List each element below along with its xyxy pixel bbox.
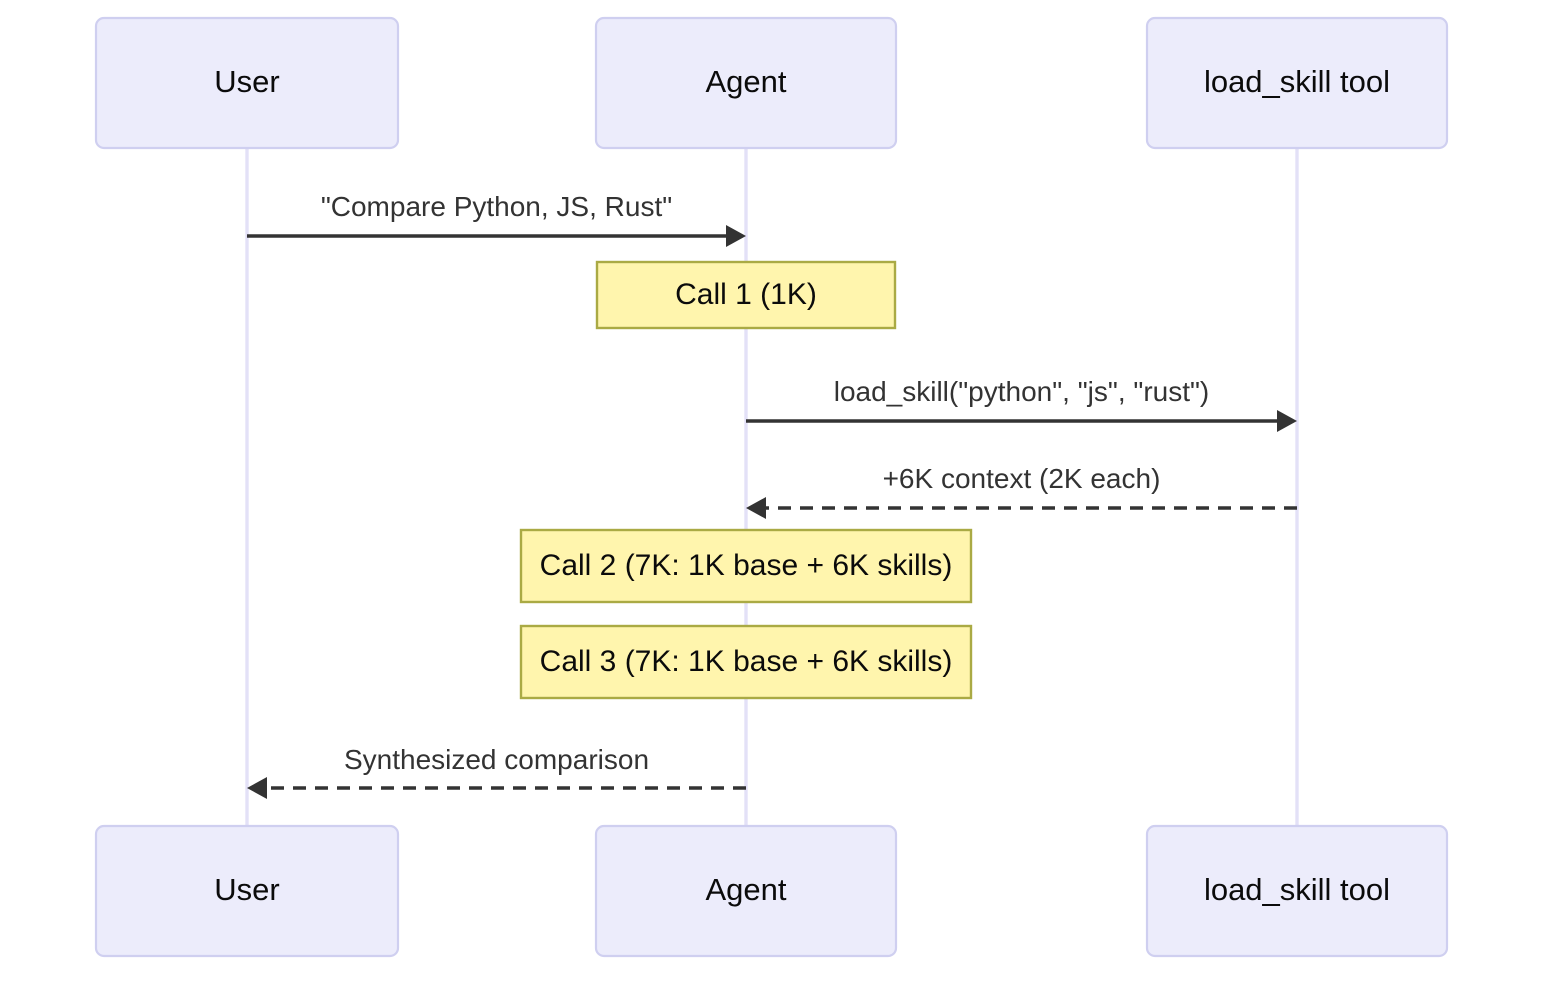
message-label: "Compare Python, JS, Rust" [321, 191, 672, 222]
note-box [519, 624, 973, 700]
message-arrowhead-icon [726, 225, 746, 247]
note-box [595, 260, 897, 330]
participant-box [94, 16, 400, 150]
participant-box [94, 824, 400, 958]
participant-box [594, 16, 898, 150]
notes-layer: Call 1 (1K) Call 2 (7K: 1K base + 6K skil… [519, 260, 973, 700]
participant-label: Agent [705, 872, 786, 907]
note-label: Call 1 (1K) [675, 278, 817, 311]
msg-compare[interactable]: "Compare Python, JS, Rust" [247, 191, 746, 247]
participant-label: load_skill tool [1204, 872, 1390, 907]
participant-user-bottom[interactable]: User [94, 824, 400, 958]
message-arrowhead-icon [1277, 410, 1297, 432]
note-box [519, 528, 973, 604]
note-call-1[interactable]: Call 1 (1K) [595, 260, 897, 330]
participant-label: User [214, 64, 279, 99]
msg-synthesized[interactable]: Synthesized comparison [247, 744, 746, 799]
participant-box [594, 824, 898, 958]
participant-box [1145, 16, 1449, 150]
note-label: Call 3 (7K: 1K base + 6K skills) [540, 645, 953, 678]
participant-agent-bottom[interactable]: Agent [594, 824, 898, 958]
participant-box [1145, 824, 1449, 958]
message-arrowhead-icon [746, 497, 766, 519]
note-label: Call 2 (7K: 1K base + 6K skills) [540, 549, 953, 582]
message-label: load_skill("python", "js", "rust") [834, 376, 1210, 407]
participant-label: User [214, 872, 279, 907]
message-label: +6K context (2K each) [883, 463, 1161, 494]
msg-context-return[interactable]: +6K context (2K each) [746, 463, 1297, 519]
message-arrowhead-icon [247, 777, 267, 799]
participant-agent-top[interactable]: Agent [594, 16, 898, 150]
participant-tool-top[interactable]: load_skill tool [1145, 16, 1449, 150]
message-label: Synthesized comparison [344, 744, 649, 775]
participant-label: Agent [705, 64, 786, 99]
participant-label: load_skill tool [1204, 64, 1390, 99]
participant-user-top[interactable]: User [94, 16, 400, 150]
note-call-2[interactable]: Call 2 (7K: 1K base + 6K skills) [519, 528, 973, 604]
note-call-3[interactable]: Call 3 (7K: 1K base + 6K skills) [519, 624, 973, 700]
messages-layer: "Compare Python, JS, Rust" load_skill("py… [247, 191, 1297, 799]
participant-tool-bottom[interactable]: load_skill tool [1145, 824, 1449, 958]
msg-load-skill[interactable]: load_skill("python", "js", "rust") [746, 376, 1297, 432]
